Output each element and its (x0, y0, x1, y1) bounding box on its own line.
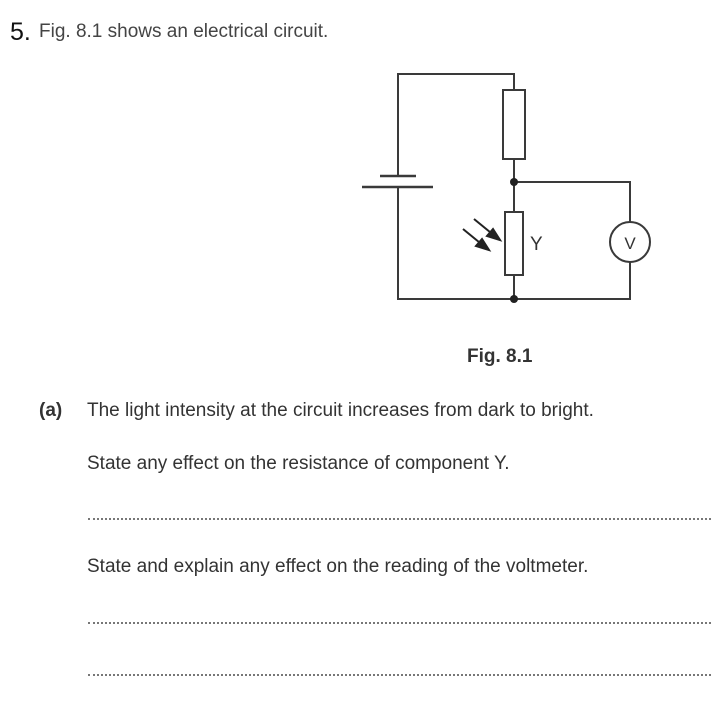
component-y-label: Y (530, 234, 543, 255)
wire-voltmeter-top (514, 181, 631, 222)
junction-dot-bottom (510, 295, 518, 303)
part-a-text: The light intensity at the circuit incre… (87, 400, 594, 421)
part-a-label: (a) (39, 400, 63, 421)
answer-line[interactable] (88, 622, 711, 624)
junction-dot-top (510, 178, 518, 186)
question-intro: Fig. 8.1 shows an electrical circuit. (39, 21, 329, 42)
question-number: 5. (10, 18, 31, 46)
wire-top (397, 73, 515, 176)
answer-line[interactable] (88, 518, 711, 520)
light-arrows-icon (462, 218, 503, 252)
question-2-text: State and explain any effect on the read… (87, 556, 589, 577)
answer-line[interactable] (88, 674, 711, 676)
figure-caption: Fig. 8.1 (467, 346, 533, 367)
voltmeter (609, 221, 651, 263)
circuit-diagram: Y V (362, 73, 651, 303)
ldr-component-y (504, 211, 524, 276)
voltmeter-label: V (624, 234, 636, 253)
question-1-text: State any effect on the resistance of co… (87, 453, 510, 474)
fixed-resistor (502, 89, 526, 160)
